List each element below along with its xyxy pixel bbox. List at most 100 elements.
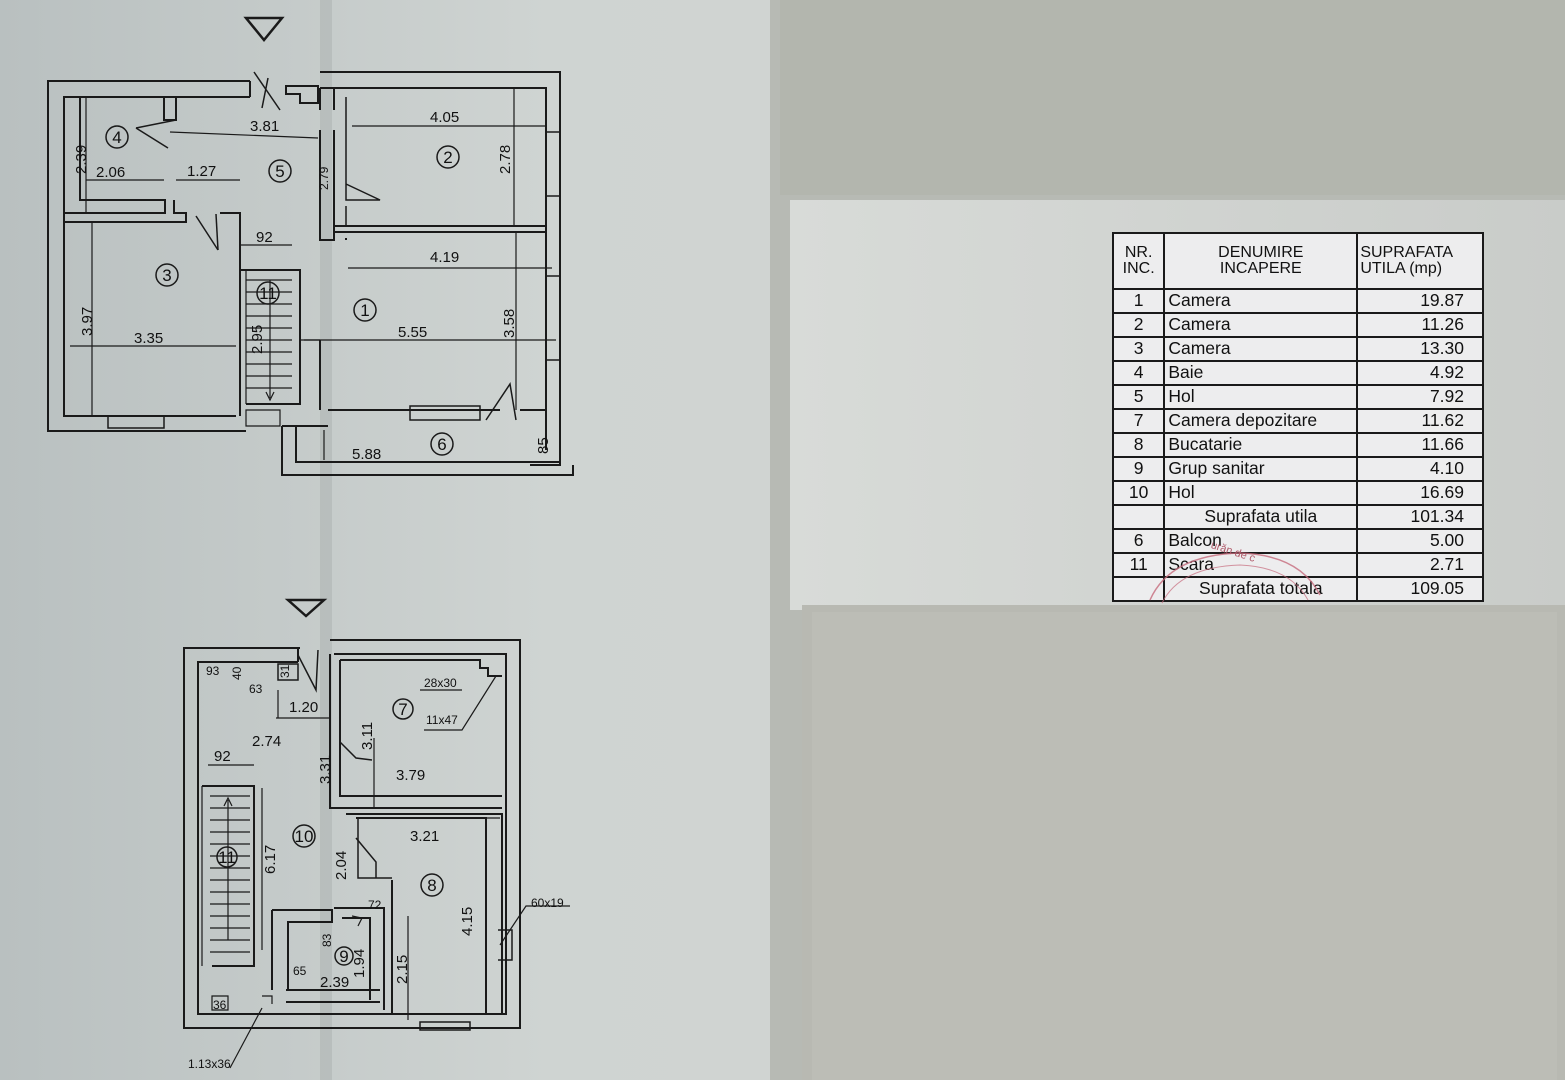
header-nr-line2: INC. xyxy=(1122,260,1155,277)
dim-text: 1.13x36 xyxy=(188,1057,231,1071)
room-number: 11 xyxy=(218,848,236,867)
room-number: 6 xyxy=(437,435,446,454)
room-number: 9 xyxy=(339,947,348,966)
cell-name: Suprafata totala xyxy=(1163,576,1359,602)
dim-text: 85 xyxy=(535,437,552,454)
cell-nr: 9 xyxy=(1112,456,1166,482)
header-nr-line1: NR. xyxy=(1124,244,1153,261)
dim-text: 3.11 xyxy=(359,722,376,750)
dim-text: 2.06 xyxy=(96,164,125,181)
dim-text: 3.21 xyxy=(410,828,439,845)
cell-nr: 5 xyxy=(1112,384,1166,410)
dim-text: 2.74 xyxy=(252,733,281,750)
dim-text: 3.97 xyxy=(79,307,96,336)
dim-text: 92 xyxy=(214,748,231,765)
header-name-line1: DENUMIRE xyxy=(1218,244,1304,261)
cell-name: Balcon xyxy=(1163,528,1359,554)
dim-text: 2.79 xyxy=(317,166,331,190)
dim-text: 60x19 xyxy=(531,896,564,910)
cell-area: 4.10 xyxy=(1356,456,1484,482)
cell-name: Grup sanitar xyxy=(1163,456,1359,482)
dim-text: 3.58 xyxy=(501,309,518,338)
table-header-row: NR. INC. DENUMIRE INCAPERE SUPRAFATA UTI… xyxy=(1112,232,1484,290)
dim-text: 65 xyxy=(293,964,307,978)
cell-nr: 8 xyxy=(1112,432,1166,458)
dim-text: 4.15 xyxy=(459,907,476,936)
bottom-floor-plan xyxy=(183,598,570,1069)
dim-text: 1.94 xyxy=(351,949,368,978)
header-nr: NR. INC. xyxy=(1112,232,1166,290)
cell-area: 11.26 xyxy=(1356,312,1484,338)
room-table-container: NR. INC. DENUMIRE INCAPERE SUPRAFATA UTI… xyxy=(1112,232,1486,604)
cell-name: Suprafata utila xyxy=(1163,504,1359,530)
dim-text: 28x30 xyxy=(424,676,457,690)
cell-nr xyxy=(1112,504,1166,530)
header-area-line1: SUPRAFATA xyxy=(1360,244,1454,261)
dim-text: 5.55 xyxy=(398,324,427,341)
cell-name: Hol xyxy=(1163,480,1359,506)
cell-nr xyxy=(1112,576,1166,602)
dim-text: 3.31 xyxy=(317,755,334,784)
dim-text: 93 xyxy=(206,664,220,678)
dim-text: 2.04 xyxy=(333,851,350,880)
dim-text: 92 xyxy=(256,229,273,246)
room-area-table: NR. INC. DENUMIRE INCAPERE SUPRAFATA UTI… xyxy=(1112,232,1484,602)
dim-text: 36 xyxy=(213,998,227,1012)
room-number: 11 xyxy=(259,284,277,303)
cell-nr: 11 xyxy=(1112,552,1166,578)
room-number: 7 xyxy=(398,700,407,719)
room-number: 2 xyxy=(443,148,452,167)
cell-area: 109.05 xyxy=(1356,576,1484,602)
bottom-right-inner xyxy=(812,612,1557,1080)
cell-nr: 7 xyxy=(1112,408,1166,434)
cell-area: 5.00 xyxy=(1356,528,1484,554)
dim-text: 2.39 xyxy=(320,974,349,991)
cell-area: 7.92 xyxy=(1356,384,1484,410)
dim-text: 40 xyxy=(230,666,244,680)
cell-nr: 10 xyxy=(1112,480,1166,506)
cell-name: Bucatarie xyxy=(1163,432,1359,458)
cell-area: 101.34 xyxy=(1356,504,1484,530)
dim-text: 3.79 xyxy=(396,767,425,784)
cell-name: Baie xyxy=(1163,360,1359,386)
dim-text: 2.39 xyxy=(73,145,90,174)
paper-fold xyxy=(320,0,332,1080)
dim-text: 6.17 xyxy=(262,845,279,874)
cell-name: Scara xyxy=(1163,552,1359,578)
north-arrow-top xyxy=(243,16,285,42)
cell-name: Camera xyxy=(1163,336,1359,362)
dim-text: 2.15 xyxy=(394,955,411,984)
header-area-line2: UTILA (mp) xyxy=(1360,260,1443,277)
cell-area: 13.30 xyxy=(1356,336,1484,362)
cell-area: 16.69 xyxy=(1356,480,1484,506)
dim-text: 31 xyxy=(278,664,292,678)
dim-text: 3.81 xyxy=(250,118,279,135)
cell-area: 11.66 xyxy=(1356,432,1484,458)
dim-text: 11x47 xyxy=(426,713,458,727)
dim-text: 2.78 xyxy=(497,145,514,174)
dim-text: 4.05 xyxy=(430,109,459,126)
room-number: 10 xyxy=(295,827,314,846)
cell-area: 2.71 xyxy=(1356,552,1484,578)
header-name: DENUMIRE INCAPERE xyxy=(1163,232,1359,290)
dim-text: 5.88 xyxy=(352,446,381,463)
cell-nr: 3 xyxy=(1112,336,1166,362)
dim-text: 83 xyxy=(320,933,334,947)
dim-text: 4.19 xyxy=(430,249,459,266)
cell-name: Camera xyxy=(1163,312,1359,338)
room-number: 8 xyxy=(427,876,436,895)
cell-nr: 1 xyxy=(1112,288,1166,314)
top-floor-plan xyxy=(47,16,574,476)
cell-nr: 2 xyxy=(1112,312,1166,338)
